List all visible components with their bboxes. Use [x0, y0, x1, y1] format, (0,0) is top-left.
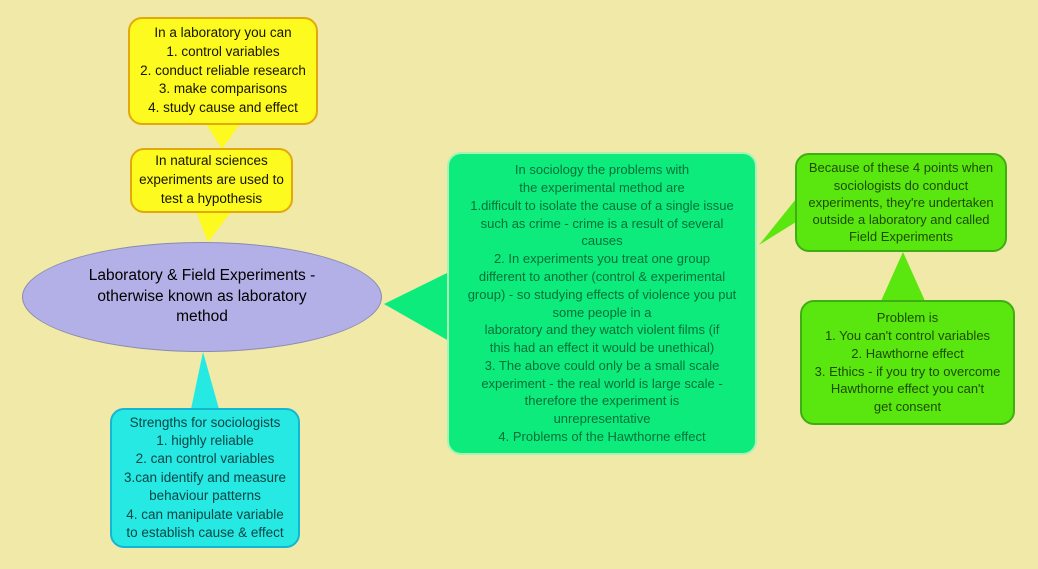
- node-natural-sciences-text: In natural sciences experiments are used…: [139, 153, 284, 206]
- connector-natural-to-central: [196, 212, 231, 242]
- node-natural-sciences[interactable]: In natural sciences experiments are used…: [130, 148, 293, 213]
- central-topic-ellipse[interactable]: Laboratory & Field Experiments - otherwi…: [22, 242, 382, 352]
- node-sociology-problems-text: In sociology the problems with the exper…: [467, 162, 737, 445]
- node-field-problems-text: Problem is 1. You can't control variable…: [814, 310, 1001, 415]
- node-field-experiments-text: Because of these 4 points when sociologi…: [808, 160, 994, 245]
- connector-strengths-to-central: [191, 352, 219, 409]
- node-strengths-text: Strengths for sociologists 1. highly rel…: [123, 414, 287, 540]
- connector-field-to-problems: [759, 199, 796, 245]
- central-topic-text: Laboratory & Field Experiments - otherwi…: [88, 266, 316, 326]
- connector-fieldproblems-to-field: [881, 252, 925, 301]
- node-laboratory-points[interactable]: In a laboratory you can 1. control varia…: [128, 17, 318, 125]
- node-sociology-problems[interactable]: In sociology the problems with the exper…: [447, 152, 757, 455]
- connector-lab-to-natural: [206, 124, 240, 149]
- node-field-problems[interactable]: Problem is 1. You can't control variable…: [800, 300, 1015, 425]
- node-strengths[interactable]: Strengths for sociologists 1. highly rel…: [110, 408, 300, 548]
- connector-problems-to-central: [384, 272, 449, 341]
- node-laboratory-points-text: In a laboratory you can 1. control varia…: [140, 24, 306, 116]
- node-field-experiments[interactable]: Because of these 4 points when sociologi…: [795, 153, 1007, 252]
